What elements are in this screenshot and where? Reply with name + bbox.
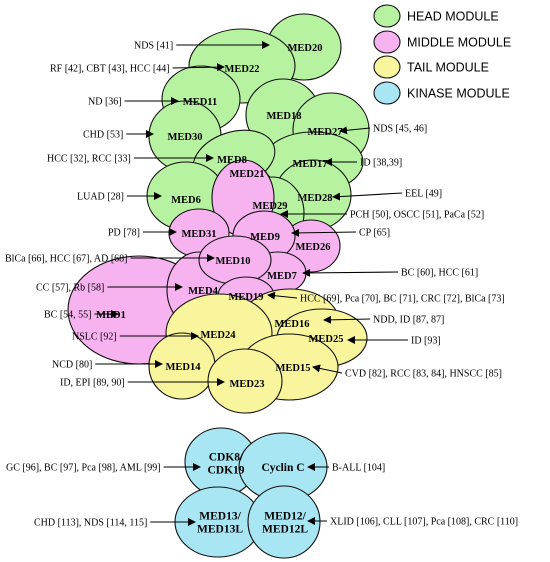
subunit-med29-label: MED29 bbox=[253, 201, 288, 212]
arrow-med22 bbox=[172, 63, 225, 72]
disease-label-med16: NDD, ID [87, 87] bbox=[373, 315, 444, 326]
disease-label-med12: XLID [106], CLL [107], Pca [108], CRC [1… bbox=[330, 517, 518, 528]
disease-label-med11: ND [36] bbox=[88, 97, 122, 108]
arrow-med7 bbox=[302, 268, 399, 277]
subunit-med4-label: MED4 bbox=[188, 286, 218, 297]
subunit-med21-label: MED21 bbox=[230, 169, 265, 180]
subunit-med19-label: MED19 bbox=[229, 292, 264, 303]
legend-swatch-tail bbox=[373, 55, 401, 79]
disease-label-cyclinc: B-ALL [104] bbox=[332, 463, 385, 474]
subunit-med30-label: MED30 bbox=[168, 132, 203, 143]
subunit-med14-label: MED14 bbox=[166, 362, 202, 373]
disease-label-med9: CP [65] bbox=[359, 228, 390, 239]
subunit-med11-label: MED11 bbox=[183, 97, 217, 108]
disease-label-med31: PD [78] bbox=[108, 228, 140, 239]
disease-label-med14: NCD [80] bbox=[52, 360, 92, 371]
disease-label-med25: ID [93] bbox=[411, 336, 441, 347]
arrow-med15 bbox=[312, 364, 343, 374]
disease-label-med27: NDS [45, 46] bbox=[373, 124, 427, 135]
legend-label-middle: MIDDLE MODULE bbox=[407, 36, 511, 50]
arrow-med16 bbox=[323, 315, 371, 324]
subunit-med15-label: MED15 bbox=[276, 363, 311, 374]
legend-label-kinase: KINASE MODULE bbox=[407, 87, 510, 101]
subunit-med18-label: MED18 bbox=[267, 111, 302, 122]
disease-label-med22: RF [42], CBT [43], HCC [44] bbox=[50, 64, 170, 75]
disease-label-med24: NSLC [92] bbox=[72, 332, 117, 343]
disease-label-cdk8: GC [96], BC [97], Pca [98], AML [99] bbox=[6, 463, 161, 474]
arrow-med27 bbox=[339, 126, 371, 135]
disease-label-med17: ID [38,39] bbox=[360, 158, 402, 169]
disease-label-med13: CHD [113], NDS [114, 115] bbox=[34, 518, 147, 529]
subunit-med13-label: MED13/MED13L bbox=[197, 511, 243, 536]
subunit-med6-label: MED6 bbox=[171, 195, 201, 206]
arrow-med9 bbox=[291, 228, 357, 237]
subunit-med8-label: MED8 bbox=[217, 155, 247, 166]
subunit-med12-shape bbox=[247, 485, 321, 559]
subunit-med17-label: MED17 bbox=[293, 159, 328, 170]
subunit-med24-label: MED24 bbox=[201, 330, 237, 341]
disease-label-med6: LUAD [28] bbox=[77, 192, 124, 203]
disease-label-med1: BC [54, 55] bbox=[44, 310, 92, 321]
subunit-shapes bbox=[67, 13, 370, 559]
legend-label-tail: TAIL MODULE bbox=[407, 61, 489, 75]
subunit-med16-label: MED16 bbox=[275, 319, 310, 330]
disease-label-med30: CHD [53] bbox=[83, 130, 123, 141]
subunit-med23-shape bbox=[207, 348, 283, 414]
annotation-arrows bbox=[94, 41, 408, 526]
arrow-med19 bbox=[267, 291, 298, 300]
subunit-med26-label: MED26 bbox=[296, 242, 331, 253]
subunit-med20-label: MED20 bbox=[288, 43, 323, 54]
subunit-med12-label: MED12/MED12L bbox=[262, 511, 308, 536]
subunit-med9-label: MED9 bbox=[250, 232, 280, 243]
subunit-med25-label: MED25 bbox=[309, 334, 344, 345]
subunit-med31-label: MED31 bbox=[182, 229, 217, 240]
disease-label-med19: HCC [69], Pca [70], BC [71], CRC [72], B… bbox=[300, 294, 505, 305]
disease-label-med15: CVD [82], RCC [83, 84], HNSCC [85] bbox=[345, 369, 502, 380]
disease-labels: NDS [41] RF [42], CBT [43], HCC [44] ND [3… bbox=[5, 41, 518, 529]
disease-label-med7: BC [60], HCC [61] bbox=[401, 268, 478, 279]
disease-label-med10: BlCa [66], HCC [67], AD [68] bbox=[5, 254, 128, 265]
subunit-med28-label: MED28 bbox=[298, 193, 333, 204]
legend: HEAD MODULE MIDDLE MODULE TAIL MODULE KINAS… bbox=[373, 4, 511, 105]
legend-label-head: HEAD MODULE bbox=[407, 10, 499, 24]
subunit-med1-label: MED1 bbox=[96, 310, 126, 321]
subunit-cdk8-label: CDK8/CDK19 bbox=[207, 452, 244, 477]
subunit-med27-label: MED27 bbox=[308, 127, 343, 138]
disease-label-med23: ID, EPI [89, 90] bbox=[60, 378, 125, 389]
subunit-med10-label: MED10 bbox=[216, 256, 251, 267]
legend-swatch-kinase bbox=[373, 81, 401, 105]
subunit-med7-label: MED7 bbox=[267, 271, 297, 282]
disease-label-med29: PCH [50], OSCC [51], PaCa [52] bbox=[350, 210, 484, 221]
legend-swatch-head bbox=[373, 4, 401, 28]
disease-label-med4: CC [57], Rb [58] bbox=[36, 283, 104, 294]
disease-label-med28: EEL [49] bbox=[405, 189, 442, 200]
subunit-med22-label: MED22 bbox=[225, 64, 260, 75]
subunit-med23-label: MED23 bbox=[230, 379, 265, 390]
subunit-cyclinc-label: Cyclin C bbox=[261, 462, 304, 474]
legend-swatch-middle bbox=[373, 30, 401, 54]
arrow-med28 bbox=[332, 192, 403, 201]
disease-label-med20: NDS [41] bbox=[134, 41, 173, 52]
disease-label-med8: HCC [32], RCC [33] bbox=[47, 154, 131, 165]
